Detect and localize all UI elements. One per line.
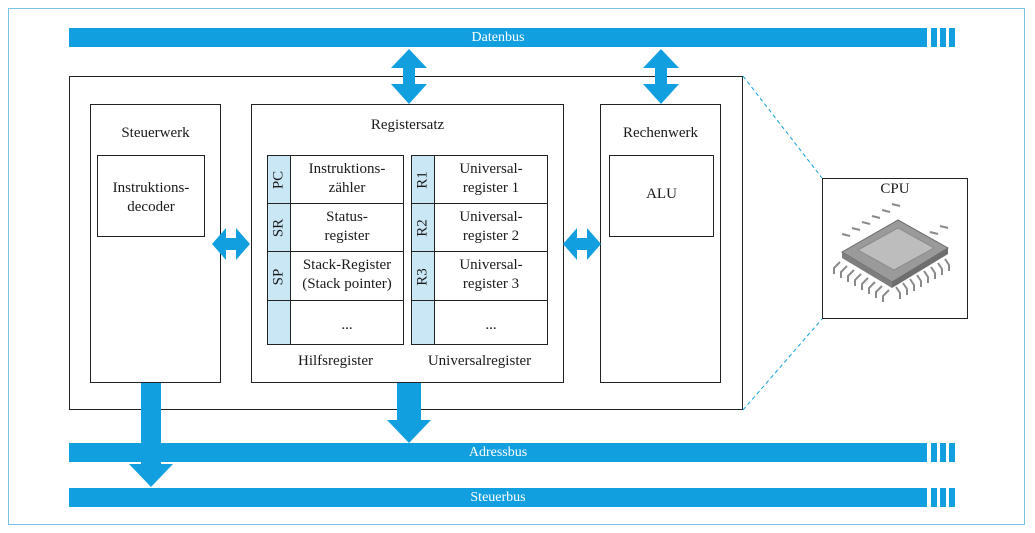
universalregister-ellipsis: ... [485, 317, 497, 333]
hilfsregister-ellipsis: ... [341, 317, 353, 333]
pc-line2: zähler [328, 180, 366, 196]
register-row [268, 204, 403, 252]
dashed-line-bottom [742, 318, 823, 411]
datenbus-bar: Datenbus [69, 28, 927, 47]
r3-line2: register 3 [462, 276, 520, 292]
universalregister-table: R1 R2 R3 Universal- register 1 Universal… [411, 155, 548, 345]
register-row [412, 156, 547, 204]
steuerwerk-box [90, 104, 221, 383]
register-row [268, 252, 403, 301]
r1-line2: register 1 [462, 180, 520, 196]
datenbus: Datenbus [69, 28, 955, 47]
sr-line2: register [324, 228, 370, 244]
bus-tick [949, 443, 955, 462]
steuerbus-bar: Steuerbus [69, 488, 927, 507]
steuerwerk-title: Steuerwerk [121, 125, 190, 141]
bus-tick [940, 28, 946, 47]
register-row [268, 156, 403, 204]
dashed-line-top [742, 75, 823, 179]
decoder-line2: decoder [127, 199, 175, 215]
datenbus-registersatz-arrow [391, 49, 427, 104]
bus-tick [949, 28, 955, 47]
r1-line1: Universal- [459, 161, 523, 177]
r2-line2: register 2 [462, 228, 520, 244]
diagram-frame [8, 8, 1025, 525]
tag-sr: SR [268, 204, 291, 252]
tag-r2: R2 [412, 204, 435, 252]
register-row [412, 252, 547, 301]
tag-r3: R3 [412, 252, 435, 301]
bus-tick [931, 28, 937, 47]
adressbus-label: Adressbus [468, 444, 528, 460]
hilfsregister-table: PC SR SP Instruktions- zähler Status- re… [267, 155, 404, 345]
r3-line1: Universal- [459, 257, 523, 273]
tag-sp: SP [268, 252, 291, 301]
bus-tick [949, 488, 955, 507]
universalregister-caption: Universalregister [427, 353, 532, 369]
bus-tick [931, 488, 937, 507]
registersatz-title: Registersatz [370, 117, 445, 133]
pc-line1: Instruktions- [308, 161, 386, 177]
instruktionsdecoder-box [97, 155, 205, 237]
bus-tick [940, 488, 946, 507]
alu-box [609, 155, 714, 237]
datenbus-label: Datenbus [471, 29, 525, 45]
steuerbus-label: Steuerbus [470, 489, 526, 505]
decoder-line1: Instruktions- [112, 180, 190, 196]
cpu-chip-icon [833, 203, 950, 302]
adressbus: Adressbus [69, 443, 955, 462]
sp-line1: Stack-Register [302, 257, 392, 273]
register-row [412, 204, 547, 252]
r2-line1: Universal- [459, 209, 523, 225]
tag-pc: PC [268, 156, 291, 204]
tag-r1: R1 [412, 156, 435, 204]
sp-line2: (Stack pointer) [302, 276, 392, 292]
alu-label: ALU [646, 186, 677, 202]
bus-tick [931, 443, 937, 462]
datenbus-rechenwerk-arrow [643, 49, 679, 104]
steuerwerk-steuerbus-arrow [129, 383, 173, 487]
rechenwerk-title: Rechenwerk [623, 125, 698, 141]
bus-tick [940, 443, 946, 462]
steuerbus: Steuerbus [69, 488, 955, 507]
hilfsregister-caption: Hilfsregister [298, 353, 373, 369]
registersatz-adressbus-arrow [387, 383, 431, 443]
registersatz-rechenwerk-arrow [563, 228, 601, 260]
steuerwerk-registersatz-arrow [212, 228, 250, 260]
sr-line1: Status- [326, 209, 368, 225]
cpu-chip-label: CPU [880, 181, 910, 197]
rechenwerk-box [600, 104, 721, 383]
adressbus-bar: Adressbus [69, 443, 927, 462]
